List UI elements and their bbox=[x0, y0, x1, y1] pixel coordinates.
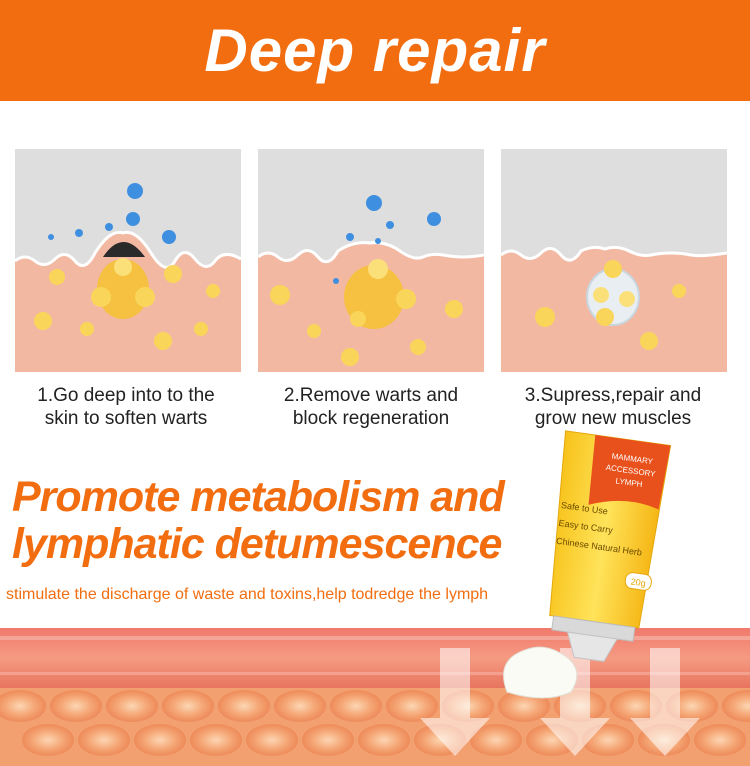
step-1-caption: 1.Go deep into to the skin to soften war… bbox=[6, 384, 246, 430]
skin-repair-diagram bbox=[501, 149, 727, 372]
step-3-caption: 3.Supress,repair and grow new muscles bbox=[493, 384, 733, 430]
step-2-caption: 2.Remove warts and block regeneration bbox=[251, 384, 491, 430]
promo-headline: Promote metabolism and lymphatic detumes… bbox=[12, 474, 552, 568]
step-2-caption-line-1: 2.Remove warts and bbox=[283, 385, 459, 406]
step-3-illustration bbox=[501, 149, 727, 372]
step-1-illustration bbox=[15, 149, 241, 372]
step-1-caption-line-2: skin to soften warts bbox=[44, 408, 208, 429]
product-weight-badge: 20g bbox=[630, 576, 646, 588]
skin-soften-diagram bbox=[15, 149, 241, 372]
promo-headline-line-1: Promote metabolism and bbox=[12, 473, 505, 521]
step-2-illustration bbox=[258, 149, 484, 372]
step-3-caption-line-1: 3.Supress,repair and bbox=[524, 385, 702, 406]
step-1-caption-line-1: 1.Go deep into to the bbox=[37, 385, 215, 406]
step-2-caption-line-2: block regeneration bbox=[292, 408, 450, 429]
skin-remove-diagram bbox=[258, 149, 484, 372]
product-tube-illustration: MAMMARY ACCESSORY LYMPH Safe to Use Easy… bbox=[503, 430, 672, 699]
product-label-bottom: LYMPH bbox=[615, 476, 643, 489]
promo-subline: stimulate the discharge of waste and tox… bbox=[6, 586, 489, 603]
step-3-caption-line-2: grow new muscles bbox=[534, 408, 692, 429]
promo-headline-line-2: lymphatic detumescence bbox=[12, 520, 502, 568]
header-banner: Deep repair bbox=[0, 0, 750, 101]
banner-title: Deep repair bbox=[204, 17, 546, 84]
